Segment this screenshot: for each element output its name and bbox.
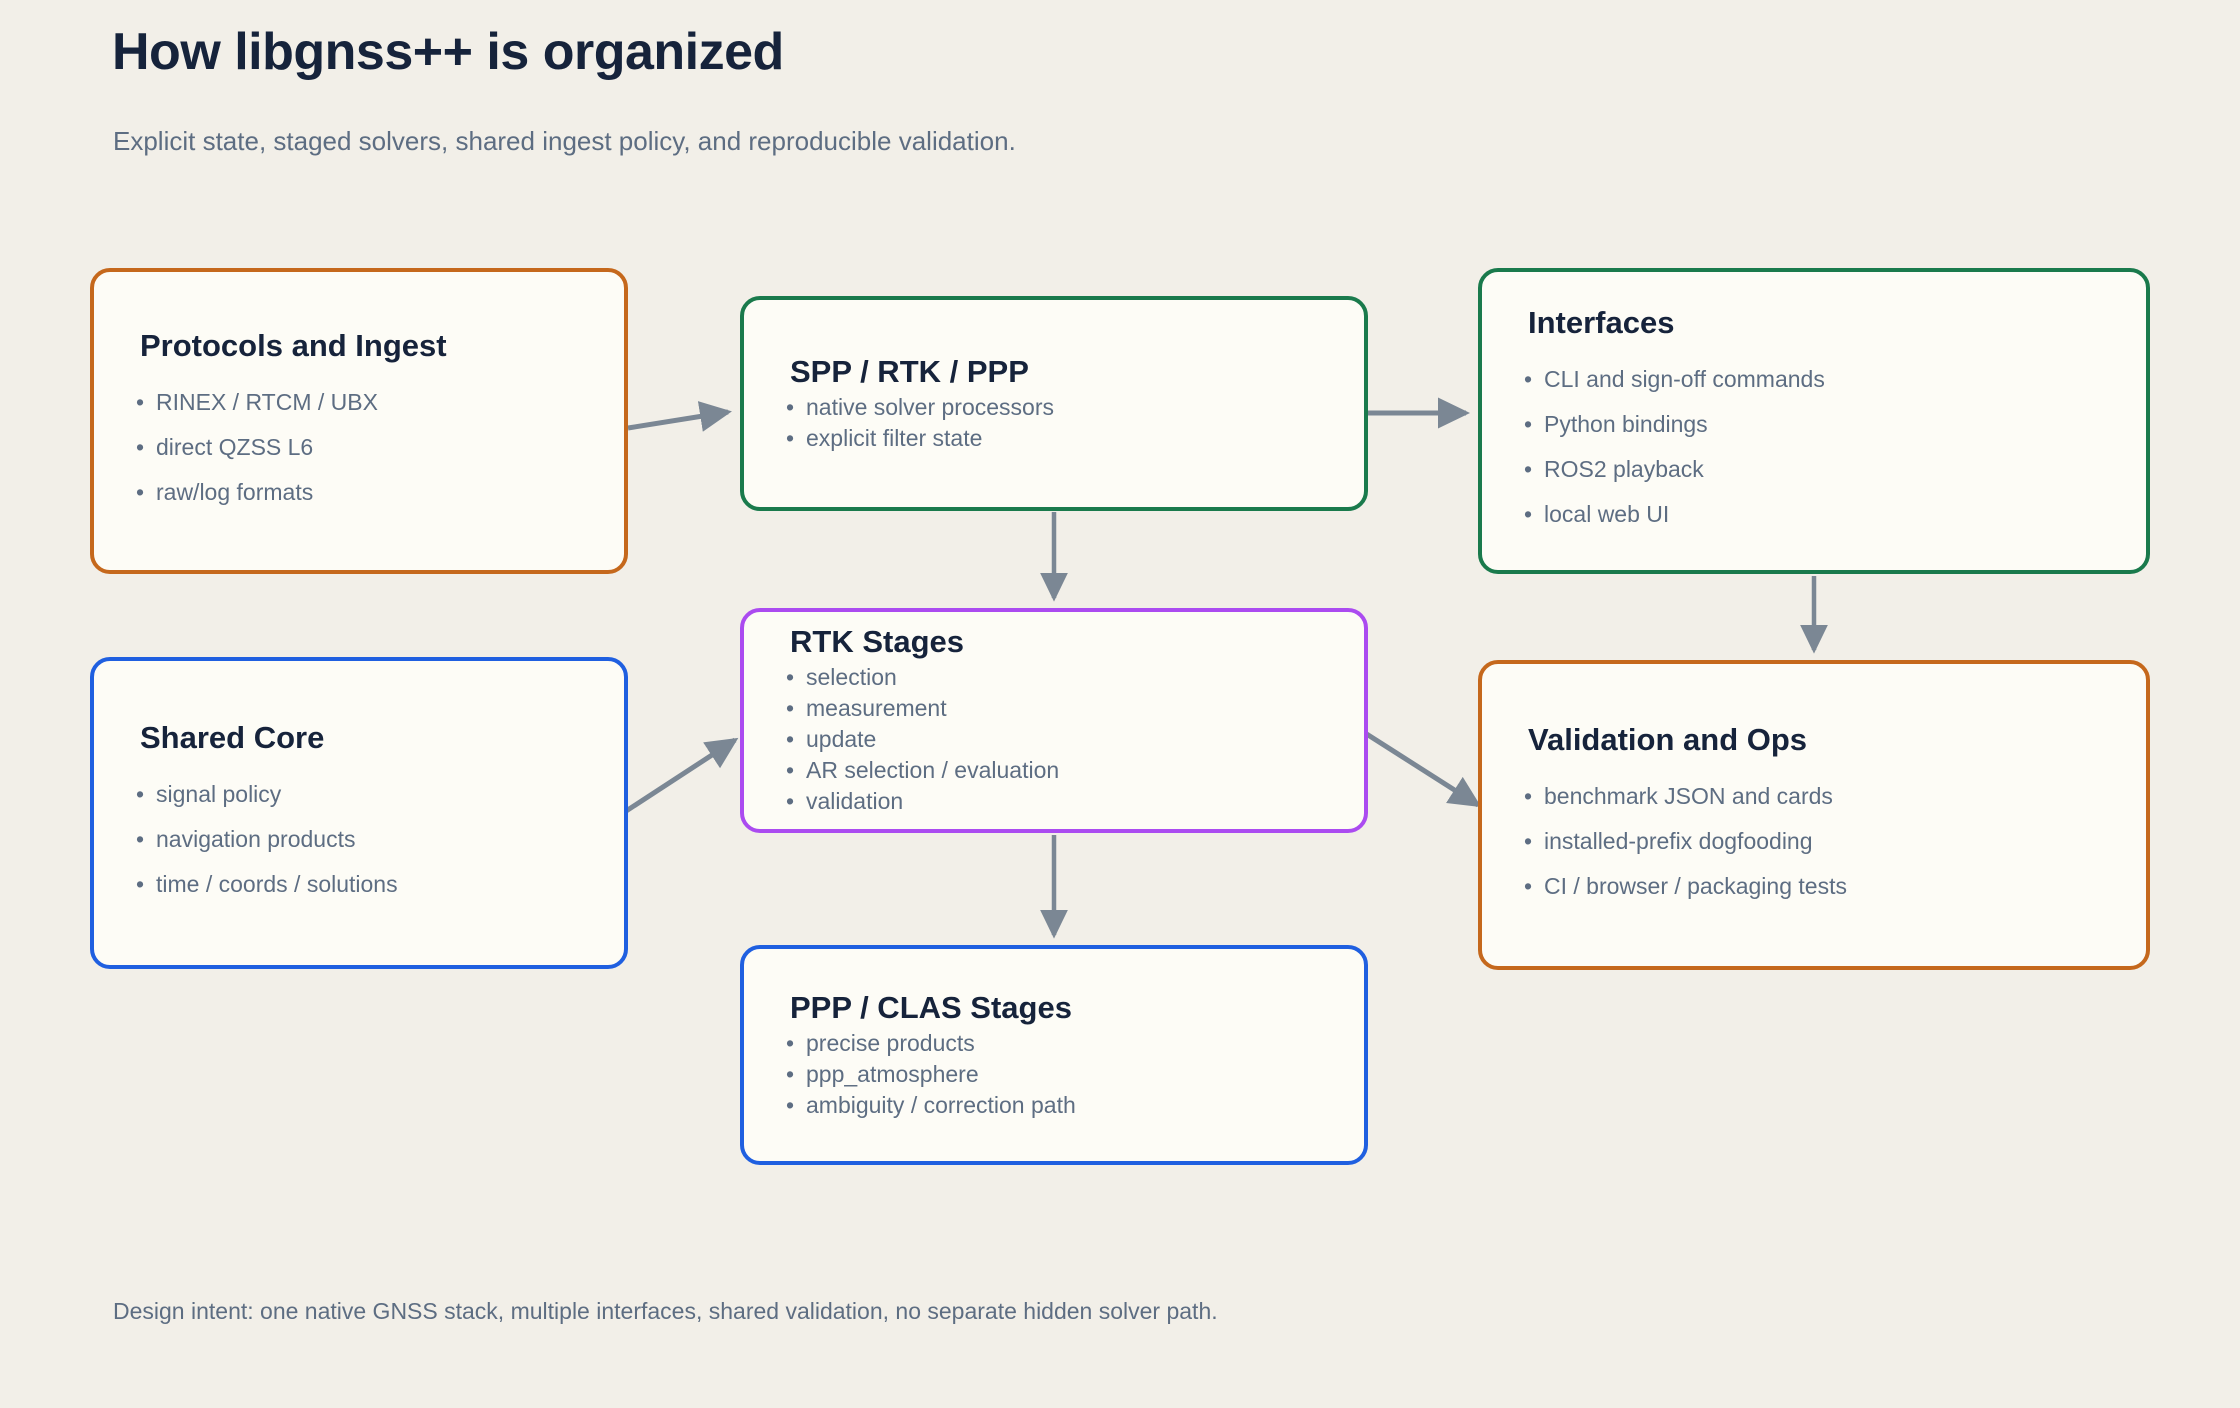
node-item-list: signal policy navigation products time /… [122, 772, 596, 907]
node-list-item: measurement [772, 693, 1336, 724]
node-list-item: local web UI [1510, 492, 2118, 537]
node-title: Protocols and Ingest [140, 327, 447, 363]
node-list-item: validation [772, 786, 1336, 817]
node-list-item: native solver processors [772, 392, 1336, 423]
node-item-list: benchmark JSON and cards installed-prefi… [1510, 774, 2118, 909]
node-rtk-stages[interactable]: RTK Stages selection measurement update … [740, 608, 1368, 833]
node-list-item: navigation products [122, 817, 596, 862]
node-title: Validation and Ops [1528, 721, 1808, 757]
node-list-item: update [772, 724, 1336, 755]
node-list-item: Python bindings [1510, 402, 2118, 447]
node-interfaces[interactable]: Interfaces CLI and sign-off commands Pyt… [1478, 268, 2150, 574]
node-list-item: precise products [772, 1028, 1336, 1059]
node-list-item: CI / browser / packaging tests [1510, 864, 2118, 909]
node-protocols-and-ingest[interactable]: Protocols and Ingest RINEX / RTCM / UBX … [90, 268, 628, 574]
node-item-list: RINEX / RTCM / UBX direct QZSS L6 raw/lo… [122, 380, 596, 515]
node-list-item: signal policy [122, 772, 596, 817]
node-title: Shared Core [140, 719, 325, 755]
node-item-list: precise products ppp_atmosphere ambiguit… [772, 1028, 1336, 1121]
node-item-list: selection measurement update AR selectio… [772, 662, 1336, 817]
node-list-item: raw/log formats [122, 470, 596, 515]
edge-rtk-stages-to-validation [1363, 730, 1482, 808]
node-list-item: ambiguity / correction path [772, 1090, 1336, 1121]
node-title: Interfaces [1528, 305, 1675, 340]
edge-protocols-to-solvers [627, 401, 732, 432]
node-list-item: RINEX / RTCM / UBX [122, 380, 596, 425]
node-list-item: time / coords / solutions [122, 862, 596, 907]
node-ppp-clas-stages[interactable]: PPP / CLAS Stages precise products ppp_a… [740, 945, 1368, 1165]
node-list-item: ppp_atmosphere [772, 1059, 1336, 1090]
node-title: SPP / RTK / PPP [790, 353, 1029, 389]
node-spp-rtk-ppp[interactable]: SPP / RTK / PPP native solver processors… [740, 296, 1368, 511]
node-list-item: selection [772, 662, 1336, 693]
node-list-item: CLI and sign-off commands [1510, 357, 2118, 402]
node-validation-and-ops[interactable]: Validation and Ops benchmark JSON and ca… [1478, 660, 2150, 970]
node-list-item: ROS2 playback [1510, 447, 2118, 492]
node-item-list: native solver processors explicit filter… [772, 392, 1336, 454]
page-subtitle: Explicit state, staged solvers, shared i… [113, 126, 1016, 156]
page-footnote: Design intent: one native GNSS stack, mu… [113, 1298, 1218, 1324]
node-shared-core[interactable]: Shared Core signal policy navigation pro… [90, 657, 628, 969]
node-list-item: installed-prefix dogfooding [1510, 819, 2118, 864]
page-title: How libgnss++ is organized [112, 23, 784, 81]
node-title: PPP / CLAS Stages [790, 989, 1072, 1025]
node-item-list: CLI and sign-off commands Python binding… [1510, 357, 2118, 537]
node-list-item: AR selection / evaluation [772, 755, 1336, 786]
node-list-item: benchmark JSON and cards [1510, 774, 2118, 819]
node-list-item: direct QZSS L6 [122, 425, 596, 470]
edge-shared-core-to-rtk-stages [618, 737, 739, 818]
node-title: RTK Stages [790, 624, 964, 659]
node-list-item: explicit filter state [772, 423, 1336, 454]
